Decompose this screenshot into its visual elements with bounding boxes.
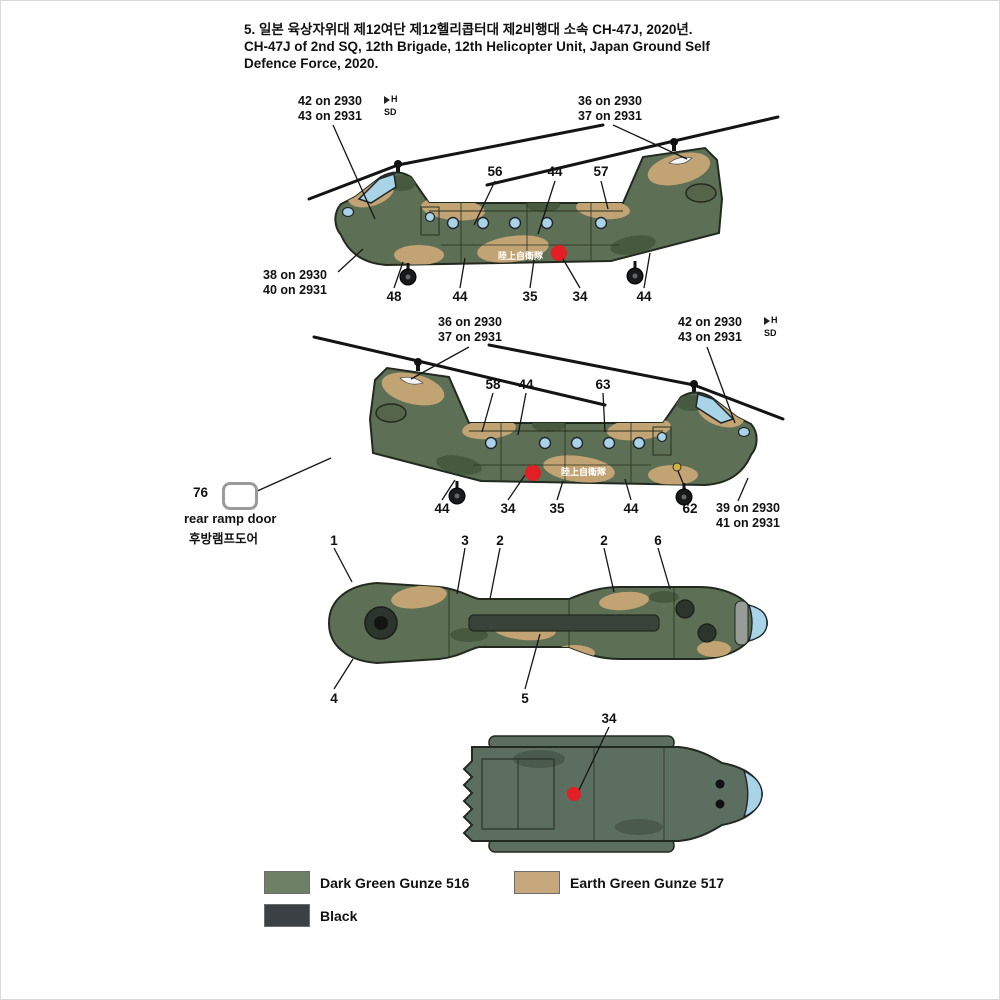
ramp-door-number: 76 [193,485,209,500]
legend-label: Black [320,907,358,924]
ramp-door-label-kr: 후방램프도어 [189,532,259,546]
part-number-label: 44 [434,501,450,516]
decal-mark-icon [384,95,390,104]
top-view [328,582,768,664]
callout-36-37-v2: 36 on 2930 37 on 2931 [438,315,502,344]
side-view-1 [309,117,778,285]
legend-item-dark-green: Dark Green Gunze 516 [264,871,469,894]
part-number-label: 35 [522,289,538,304]
part-number-label: 34 [500,501,516,516]
part-number-label: 34 [601,711,617,726]
fuselage-text-1: 陸上自衛隊 [498,250,544,261]
part-number-label: 4 [330,691,338,706]
callout-42-43: 42 on 2930 43 on 2931 [298,94,362,123]
leader-lines [254,124,749,791]
part-number-label: 44 [636,289,652,304]
color-swatch [264,904,310,927]
part-number-label: 35 [549,501,565,516]
part-number-label: 58 [485,377,501,392]
part-number-label: 2 [600,533,608,548]
part-number-label: 44 [518,377,534,392]
color-swatch [514,871,560,894]
part-number-label: 6 [654,533,662,548]
color-swatch [264,871,310,894]
part-number-label: 5 [521,691,529,706]
fuselage-text-2: 陸上自衛隊 [561,466,607,477]
sheet-title: 5. 일본 육상자위대 제12여단 제12헬리콥터대 제2비행대 소속 CH-4… [244,21,814,72]
callout-39-41: 39 on 2930 41 on 2931 [716,501,780,530]
callout-38-40: 38 on 2930 40 on 2931 [263,268,327,297]
part-number-label: 3 [461,533,469,548]
legend-item-earth-green: Earth Green Gunze 517 [514,871,724,894]
part-number-label: 62 [682,501,698,516]
part-number-label: 34 [572,289,588,304]
part-number-label: 48 [386,289,402,304]
ramp-door-icon [222,482,258,510]
part-number-label: 44 [623,501,639,516]
legend-label: Earth Green Gunze 517 [570,874,725,891]
legend-label: Dark Green Gunze 516 [320,874,470,891]
part-number-label: 56 [487,164,503,179]
part-number-label: 57 [593,164,609,179]
title-line-en-1: CH-47J of 2nd SQ, 12th Brigade, 12th Hel… [244,39,710,54]
part-number-label: 2 [496,533,504,548]
part-number-label: 63 [595,377,611,392]
title-line-en-2: Defence Force, 2020. [244,56,379,71]
ramp-door-label: rear ramp door [184,511,277,526]
callout-36-37: 36 on 2930 37 on 2931 [578,94,642,123]
part-number-label: 1 [330,533,338,548]
legend-item-black: Black [264,904,357,927]
callout-42-43-v2: 42 on 2930 43 on 2931 [678,315,742,344]
bottom-view [463,735,763,853]
title-line-kr: 5. 일본 육상자위대 제12여단 제12헬리콥터대 제2비행대 소속 CH-4… [244,22,693,37]
decal-mark-icons: H SD [384,94,398,117]
tail-light [672,462,682,472]
decal-mark-icons: H SD [764,315,778,338]
decal-mark-icon [764,316,770,325]
part-number-label: 44 [547,164,563,179]
part-number-label: 44 [452,289,468,304]
